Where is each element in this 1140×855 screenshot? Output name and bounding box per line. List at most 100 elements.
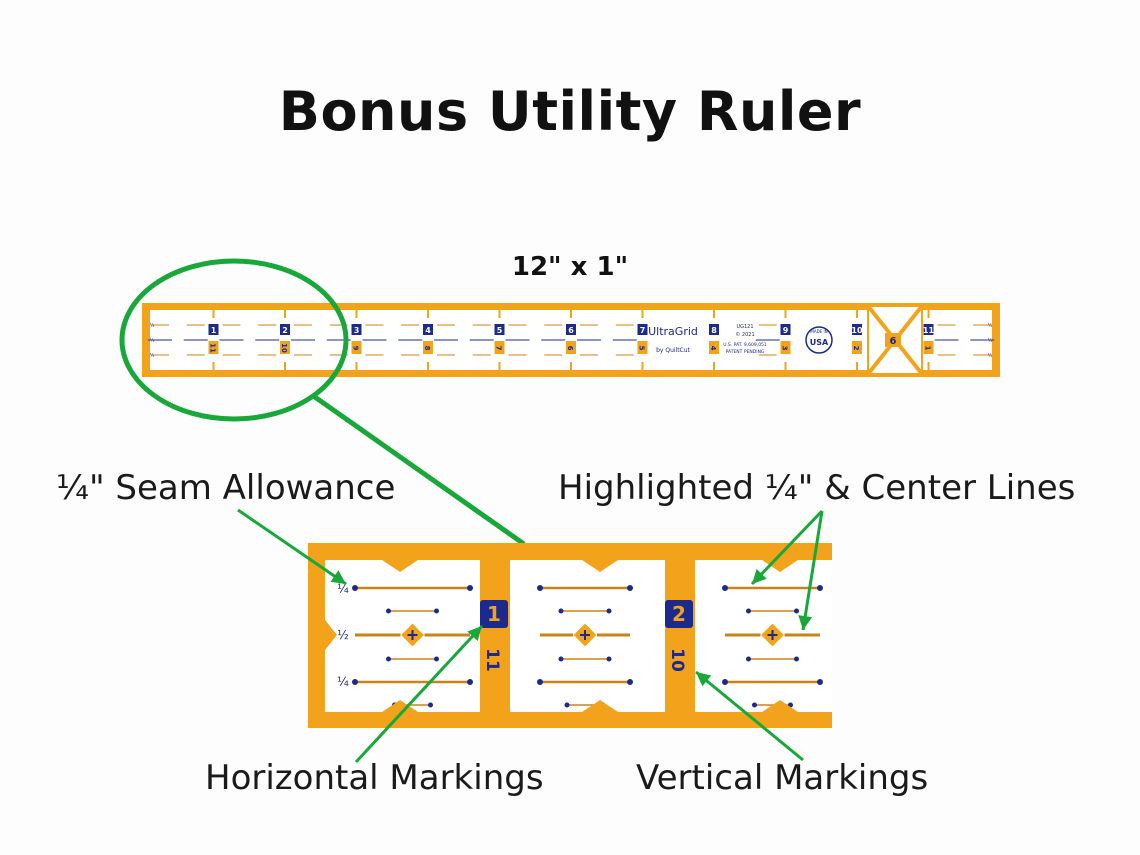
- full-number-box: [566, 324, 576, 335]
- zoom-connector-line: [310, 392, 526, 547]
- callout-arrows: [237, 508, 824, 764]
- zoom-line-dot: [537, 679, 543, 685]
- full-number-box: [637, 324, 648, 335]
- full-number-label-bottom: 1: [924, 346, 932, 351]
- zoom-side-quarter-top: ¼: [337, 582, 349, 596]
- zoom-line-dot: [722, 679, 728, 685]
- full-number-label-bottom: 8: [423, 346, 431, 351]
- zoom-line-dot: [627, 585, 633, 591]
- full-number-label: 10: [851, 326, 863, 335]
- callout-arrow-line: [750, 509, 824, 586]
- full-side-mark: ¼: [150, 353, 155, 359]
- full-side-mark: ¼: [988, 353, 993, 359]
- full-number-label: 11: [923, 326, 935, 335]
- full-number-box-bottom: [494, 341, 505, 354]
- usa-badge-top: MADE IN: [810, 329, 827, 334]
- zoom-bottom-notch: [582, 700, 618, 712]
- zoom-line-dot: [386, 656, 391, 662]
- zoom-line-dot: [467, 679, 473, 685]
- zoom-number-box: [480, 600, 508, 628]
- full-number-box-bottom: [423, 341, 433, 354]
- full-number-box: [494, 324, 505, 335]
- full-number-box: [852, 324, 862, 335]
- full-number-box-bottom: [923, 341, 934, 354]
- zoom-line-dot: [794, 608, 799, 614]
- callout-arrow-line: [237, 508, 347, 586]
- full-number-box-bottom: [280, 341, 290, 354]
- full-number-label: 8: [711, 326, 717, 335]
- year-text: © 2021: [735, 331, 754, 338]
- brand-text: UltraGrid: [648, 325, 698, 338]
- callout-arrow-line: [695, 670, 804, 762]
- full-number-label: 5: [497, 326, 503, 335]
- callout-horizontal-markings: Horizontal Markings: [205, 758, 544, 798]
- zoom-number-box-bottom: [480, 643, 508, 677]
- zoom-line-dot: [746, 656, 751, 662]
- full-number-label-bottom: 7: [495, 346, 503, 351]
- full-number-box: [351, 324, 362, 335]
- center-x-mark: 6: [866, 304, 924, 376]
- zoom-number-box-bottom: [665, 643, 693, 677]
- full-ruler-grid: [148, 310, 995, 370]
- full-number-label: 1: [211, 326, 217, 335]
- callout-arrowhead: [467, 626, 482, 642]
- zoom-line-dot: [537, 585, 543, 591]
- full-number-label-bottom: 9: [352, 346, 360, 351]
- full-number-label: 2: [282, 326, 288, 335]
- page-title: Bonus Utility Ruler: [278, 80, 862, 143]
- full-number-label-bottom: 2: [852, 346, 860, 351]
- full-number-box-bottom: [637, 341, 648, 354]
- zoom-line-dot: [434, 656, 439, 662]
- full-number-label-bottom: 3: [781, 346, 789, 351]
- zoom-line-dot: [627, 679, 633, 685]
- full-number-box-bottom: [208, 341, 219, 354]
- zoom-line-dot: [752, 702, 757, 708]
- zoom-line-dot: [428, 702, 433, 708]
- zoom-line-dot: [722, 585, 728, 591]
- callout-arrowhead: [330, 570, 346, 584]
- zoom-line-dot: [794, 656, 799, 662]
- zoom-line-dot: [746, 608, 751, 614]
- zoom-side-half: ½: [337, 628, 349, 642]
- usa-badge: [805, 326, 833, 354]
- zoom-line-dot: [352, 585, 358, 591]
- full-number-box-bottom: [852, 341, 862, 354]
- patent-text: U.S. PAT. 9,609,051: [723, 342, 767, 348]
- full-number-box: [780, 324, 791, 335]
- full-number-box: [423, 324, 433, 335]
- callout-arrowhead: [752, 569, 767, 584]
- full-number-label: 3: [354, 326, 360, 335]
- zoom-line-dot: [564, 702, 570, 708]
- zoom-line-dot: [606, 656, 612, 662]
- full-number-label-bottom: 4: [709, 346, 717, 351]
- full-number-label: 6: [568, 326, 574, 335]
- zoom-line-dot: [606, 608, 612, 614]
- center-x-number: 6: [890, 336, 897, 347]
- zoom-line-dot: [386, 608, 391, 614]
- highlight-circle: [119, 258, 349, 422]
- full-number-label: 4: [425, 326, 431, 335]
- zoom-number-label-bottom: 10: [667, 648, 687, 672]
- zoom-side-notch: [325, 620, 337, 650]
- full-side-mark: ½: [150, 337, 155, 344]
- full-number-box-bottom: [780, 341, 791, 354]
- zoom-line-dot: [558, 608, 564, 614]
- full-number-box: [280, 324, 290, 335]
- pending-text: PATENT PENDING: [726, 349, 765, 355]
- ruler-size-label: 12" x 1": [511, 252, 629, 282]
- callout-arrow-line: [354, 624, 484, 764]
- full-side-mark: ½: [988, 337, 993, 344]
- full-number-box-bottom: [351, 341, 362, 354]
- full-ruler-face: [150, 310, 992, 370]
- byline-text: by QuiltCut: [656, 347, 690, 354]
- zoom-line-dot: [558, 656, 564, 662]
- full-number-label: 9: [783, 326, 789, 335]
- full-number-label-bottom: 6: [566, 346, 574, 351]
- zoom-line-dot: [352, 679, 358, 685]
- zoom-top-notch: [582, 560, 618, 572]
